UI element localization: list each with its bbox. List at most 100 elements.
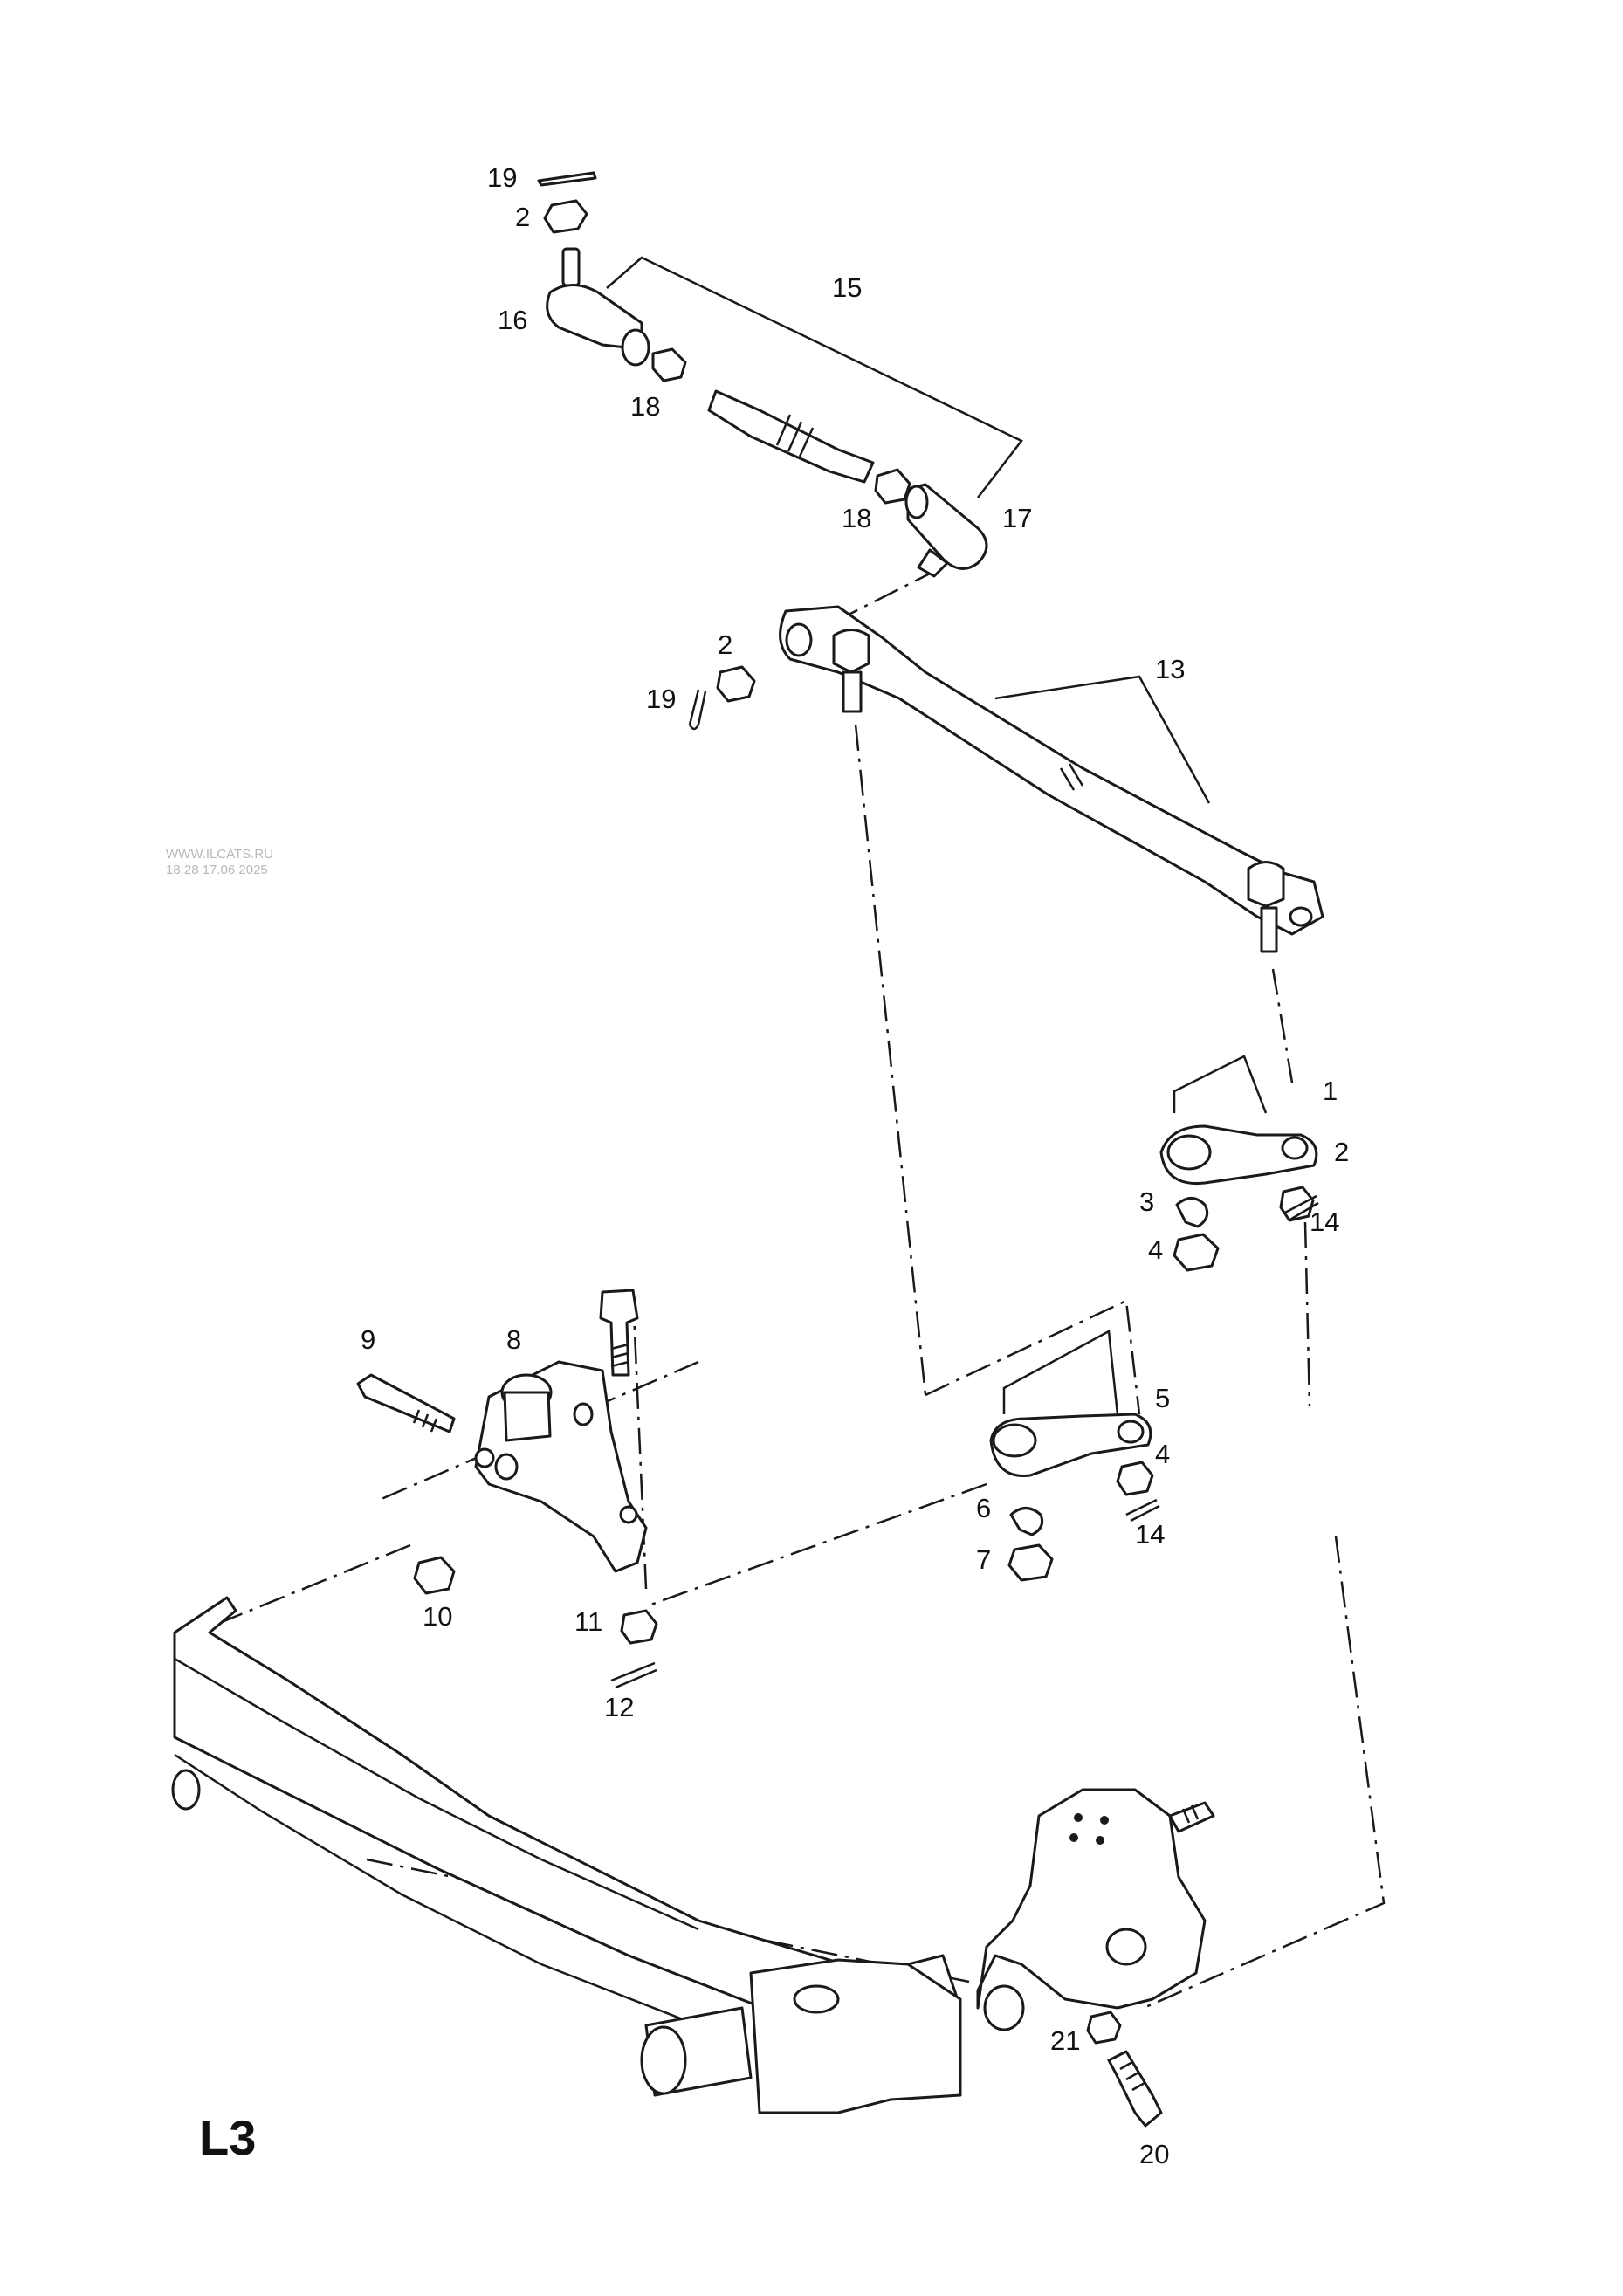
drag-link-castle-nut — [716, 665, 756, 703]
centerline-bracket-upper — [375, 1360, 699, 1503]
lock-nut-lower — [874, 468, 911, 505]
frame-bushing-end — [640, 2025, 687, 2095]
callout-19: 19 — [487, 162, 517, 193]
callout-13: 13 — [1155, 654, 1185, 684]
callout-5: 5 — [1155, 1383, 1170, 1413]
bracket-bolt-vertical — [599, 1289, 639, 1377]
drag-link — [688, 605, 1324, 953]
drag-link-callout-bracket — [994, 675, 1211, 804]
callout-10: 10 — [423, 1601, 452, 1632]
upper-arm-big-eye — [1166, 1134, 1212, 1171]
centerline-idler-to-frame — [645, 1482, 987, 1608]
upper-arm-bracket — [1173, 1055, 1268, 1114]
upper-arm-assembly — [1159, 1055, 1319, 1272]
adjuster-sleeve — [707, 389, 875, 484]
drag-link-right-eye — [1289, 906, 1313, 927]
callout-12: 12 — [604, 1692, 634, 1722]
lock-nut-upper — [651, 347, 687, 382]
idler-arm-snap-ring — [1009, 1507, 1044, 1536]
idler-arm-small-eye — [1117, 1420, 1145, 1444]
callout-18: 18 — [630, 391, 660, 422]
steering-gear-assembly — [976, 1788, 1215, 2128]
centerline-right-arm-to-gear — [1303, 1221, 1311, 1406]
drag-link-left-stud — [842, 670, 863, 713]
idler-arm-big-eye — [992, 1423, 1037, 1458]
callout-4: 4 — [1148, 1234, 1163, 1265]
callout-15: 15 — [832, 272, 862, 303]
tie-rod-assembly-bracket — [606, 256, 1023, 498]
callout-14: 14 — [1135, 1519, 1165, 1550]
callout-labels: 19 2 16 15 18 18 17 2 19 13 1 2 3 14 4 9… — [361, 162, 1349, 2169]
centerline-gear-lower — [1143, 1536, 1386, 2010]
tie-rod-assembly — [537, 171, 1023, 578]
callout-3: 3 — [1139, 1186, 1154, 1217]
watermark-site: WWW.ILCATS.RU — [166, 847, 273, 862]
frame-mount-block — [749, 1958, 962, 2114]
callout-11: 11 — [574, 1606, 602, 1637]
drag-link-cotter-pin — [688, 689, 707, 731]
drag-link-left-eye — [785, 622, 813, 657]
tie-rod-end-left-socket — [621, 328, 650, 367]
drag-link-right-stud-housing — [1247, 861, 1285, 908]
watermark-timestamp: 18:28 17.06.2025 — [166, 863, 268, 877]
upper-arm-castle-nut — [1279, 1186, 1315, 1222]
callout-17: 17 — [1002, 503, 1032, 533]
drag-link-bar — [779, 605, 1324, 936]
bracket-nut-11 — [620, 1609, 658, 1645]
callout-2: 2 — [1334, 1137, 1349, 1167]
callout-8: 8 — [506, 1324, 521, 1355]
watermark: WWW.ILCATS.RU 18:28 17.06.2025 — [166, 847, 273, 877]
upper-arm-cotter-pin — [1283, 1194, 1319, 1222]
tie-rod-end-right-socket — [904, 485, 929, 519]
centerline-drag-link-lower-jog — [925, 1299, 1141, 1415]
bracket-nut-10 — [413, 1556, 456, 1595]
idler-arm-bracket — [1002, 1330, 1119, 1415]
idler-arm-assembly — [989, 1330, 1160, 1582]
idler-bracket-assembly — [356, 1289, 658, 1689]
drag-link-left-stud-housing — [832, 629, 870, 674]
callout-18: 18 — [842, 503, 871, 533]
idler-arm-nut-7 — [1007, 1543, 1054, 1582]
callout-2: 2 — [718, 629, 732, 660]
centerline-tie-rod-to-drag-link — [837, 567, 939, 622]
castle-nut — [543, 199, 588, 234]
drag-link-right-stud — [1260, 906, 1278, 953]
idler-bracket-hole-1 — [494, 1453, 519, 1481]
callout-4: 4 — [1155, 1439, 1170, 1469]
callout-20: 20 — [1139, 2139, 1169, 2169]
centerline-drag-link-down — [854, 724, 927, 1396]
callout-16: 16 — [498, 305, 527, 335]
idler-arm-cotter-pin — [1125, 1498, 1160, 1523]
bracket-cotter-pin — [610, 1661, 657, 1689]
centerline-right-tie-rod-end-down — [1271, 968, 1294, 1083]
cotter-pin — [537, 171, 597, 187]
bracket-bolt-9 — [356, 1373, 456, 1433]
centerline-bracket-lower — [174, 1543, 411, 1643]
callout-14: 14 — [1310, 1206, 1339, 1237]
upper-arm-nut — [1173, 1233, 1220, 1272]
idler-bracket-hole-4 — [619, 1505, 638, 1524]
frame-mount-hole — [793, 1984, 840, 2014]
callout-1: 1 — [1323, 1076, 1338, 1106]
callout-9: 9 — [361, 1324, 375, 1355]
frame-crossmember — [171, 1596, 962, 2114]
upper-arm-small-eye — [1281, 1136, 1309, 1160]
tie-rod-end-stud — [561, 247, 581, 287]
callout-21: 21 — [1050, 2025, 1080, 2056]
idler-bracket-hole-3 — [474, 1447, 495, 1468]
idler-bracket-hole-2 — [573, 1402, 594, 1426]
tie-rod-end-right-stud — [917, 548, 949, 578]
diagram-code: L3 — [199, 2110, 256, 2165]
callout-19: 19 — [646, 684, 676, 714]
callout-2: 2 — [515, 202, 530, 232]
steering-gear-nut-21 — [1086, 2011, 1122, 2045]
callout-7: 7 — [976, 1544, 991, 1575]
upper-arm-snap-ring — [1175, 1197, 1209, 1228]
idler-arm-nut-4 — [1116, 1461, 1154, 1496]
steering-gear-output — [983, 1984, 1025, 2031]
steering-gear-housing — [976, 1788, 1207, 2010]
callout-6: 6 — [976, 1493, 991, 1523]
idler-bracket-pivot-shaft — [503, 1391, 552, 1442]
frame-rail-end-hole — [171, 1769, 201, 1811]
